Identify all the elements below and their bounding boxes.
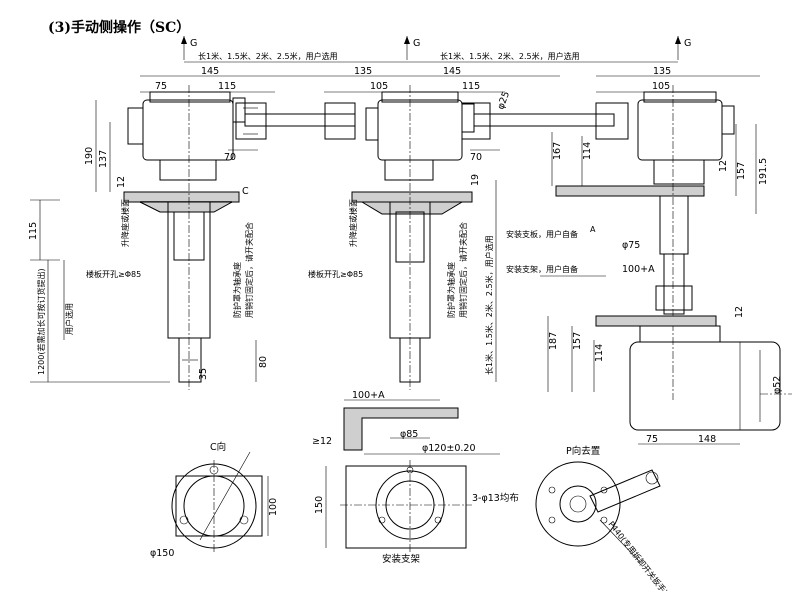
handle-note: P440(专用拆卸开关扳手) [606,519,670,591]
dim-145-left: 145 [201,66,219,77]
g-mark-right: G [684,38,691,49]
middle-actuator-unit: 70 19 升降座或楼面 楼板开孔≥Φ85 防护罩为轴承座 用销钉固定后，请开夹… [308,85,615,390]
dim-115-left: 115 [218,81,236,92]
top-dimension-chain: G G G 长1米、1.5米、2米、2.5米，用户选用 长1米、1.5米、2米、… [140,36,760,93]
dim-100-cview: 100 [268,498,279,516]
dim-100-a-detail: 100+A [352,390,385,401]
user-selected-note: 用户选用 [64,303,74,335]
dim-167-top: 167 [552,142,563,160]
c-mark: C [242,186,249,197]
install-bracket-plate-note: 安装支板，用户自备 [506,229,578,239]
page-title: (3)手动侧操作（SC） [48,19,190,36]
dim-115-mid: 115 [462,81,480,92]
dim-137: 137 [98,150,109,168]
dim-135-right: 135 [653,66,671,77]
dim-75-left: 75 [155,81,167,92]
g-mark-left: G [190,38,197,49]
dim-135-mid: 135 [354,66,372,77]
dim-12-right-top: 12 [718,160,729,172]
dim-157-bottom: 157 [572,332,583,350]
pin-fix-note-left: 用销钉固定后，请开夹配合 [244,222,254,318]
holes-note: 3-φ13均布 [472,492,519,504]
upper-seat-note-mid: 升降座或楼面 [348,199,358,247]
dim-phi25: φ25 [495,90,512,111]
dim-105-right: 105 [652,81,670,92]
a-mark-top: A [590,225,596,234]
dim-1200-note: 1200(若需加长可按订货提出) [36,268,46,375]
left-actuator-unit: 190 137 12 70 C 115 1200(若需加长可按订货提出) 用户选… [28,85,356,390]
dim-148: 148 [698,434,716,445]
dim-190: 190 [84,147,95,165]
dim-70-mid: 70 [470,152,482,163]
bracket-detail: 100+A ≥12 φ85 φ120±0.20 150 3-φ13均布 安装支架 [312,390,519,565]
install-frame-note: 安装支架，用户自备 [506,264,578,274]
dim-145-mid: 145 [443,66,461,77]
length-options-left: 长1米、1.5米、2米、2.5米，用户选用 [198,51,338,61]
dim-phi75: φ75 [622,240,640,251]
dim-75-right: 75 [646,434,658,445]
dim-187: 187 [548,332,559,350]
dim-35: 35 [198,368,209,380]
dim-191-5: 191.5 [758,158,769,185]
dim-80: 80 [258,356,269,368]
dim-12-right-bottom: 12 [734,306,745,318]
dim-phi150: φ150 [150,548,174,559]
p-view-label: P向去置 [566,445,600,457]
length-options-vertical: 长1米、1.5米、2米、2.5米，用户选用 [484,235,494,375]
bearing-note-left: 防护罩为轴承座 [232,262,242,318]
pin-fix-note-mid: 用销钉固定后，请开夹配合 [458,222,468,318]
dim-100-a-right: 100+A [622,264,655,275]
dim-157-top: 157 [736,162,747,180]
right-actuator-unit: 167 114 12 157 191.5 安装支板，用户自备 A φ75 安装支… [506,85,783,445]
g-mark-mid: G [413,38,420,49]
dim-105-mid: 105 [370,81,388,92]
c-view-label: C向 [210,441,226,453]
dim-phi52: φ52 [772,376,783,394]
dim-12-left: 12 [116,176,127,188]
floor-hole-note-mid: 楼板开孔≥Φ85 [308,269,363,279]
p-view: P向去置 P440(专用拆卸开关扳手) [535,445,670,591]
dim-150-detail: 150 [314,496,325,514]
bracket-label-1: 安装支架 [382,553,421,565]
length-options-right: 长1米、1.5米、2米、2.5米，用户选用 [440,51,580,61]
dim-115-vertical: 115 [28,222,39,240]
bearing-note-mid: 防护罩为轴承座 [446,262,456,318]
dim-ge12: ≥12 [312,436,332,447]
c-view: C向 100 φ150 [150,441,279,559]
dim-114-top: 114 [582,142,593,160]
dim-phi85: φ85 [400,429,418,440]
floor-hole-note-left: 楼板开孔≥Φ85 [86,269,141,279]
dim-114-bottom: 114 [594,344,605,362]
dim-70-left: 70 [224,152,236,163]
dim-phi120: φ120±0.20 [422,443,476,454]
dim-19: 19 [470,174,481,186]
upper-seat-note-left: 升降座或楼面 [120,199,130,247]
